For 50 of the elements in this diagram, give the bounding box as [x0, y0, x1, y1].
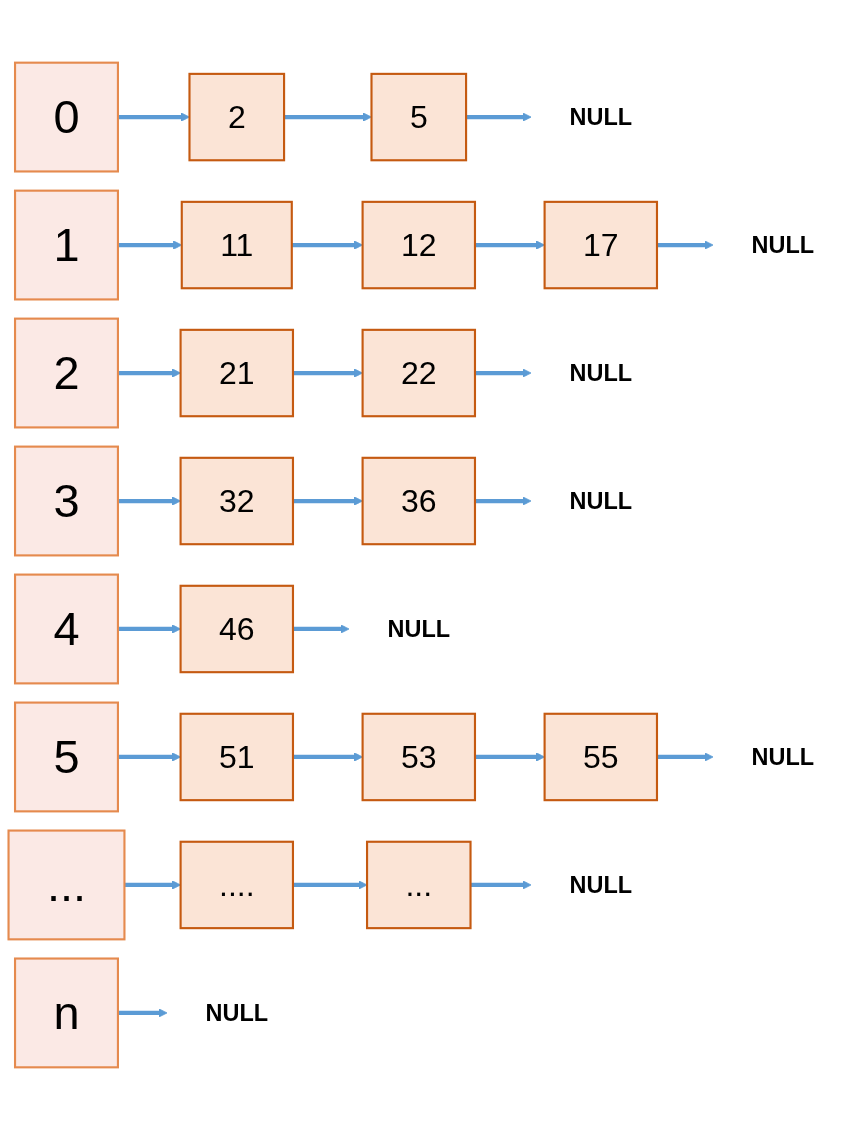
- arrow: [284, 112, 372, 122]
- node-box: 2: [188, 72, 286, 162]
- node-box: 2: [13, 317, 119, 429]
- node-box: 55: [543, 712, 659, 802]
- arrow: [117, 112, 190, 122]
- arrow: [466, 112, 532, 122]
- node-box: n: [13, 957, 119, 1069]
- arrow: [470, 880, 532, 890]
- node-box: 51: [179, 712, 295, 802]
- arrow: [292, 624, 350, 634]
- node-box: 17: [543, 200, 659, 290]
- arrow: [292, 496, 363, 506]
- arrow: [291, 240, 363, 250]
- node-text: NULL: [751, 231, 815, 259]
- node-box: 4: [13, 573, 119, 685]
- node-box: 53: [361, 712, 477, 802]
- node-box: ...: [7, 829, 126, 941]
- node-box: 1: [13, 189, 119, 301]
- node-text: NULL: [569, 871, 633, 899]
- node-box: ....: [179, 840, 294, 930]
- node-text: NULL: [569, 487, 633, 515]
- arrow: [657, 752, 714, 762]
- arrow: [475, 368, 532, 378]
- node-box: 0: [13, 61, 119, 173]
- arrow: [117, 624, 181, 634]
- arrow: [117, 496, 181, 506]
- node-text: NULL: [569, 359, 633, 387]
- node-text: NULL: [205, 999, 269, 1027]
- node-box: 21: [179, 328, 295, 418]
- node-box: 12: [361, 200, 477, 290]
- arrow: [657, 240, 714, 250]
- arrow: [117, 368, 181, 378]
- node-box: 11: [180, 200, 293, 290]
- node-text: NULL: [569, 103, 633, 131]
- node-box: 36: [361, 456, 477, 546]
- arrow: [117, 752, 181, 762]
- node-box: 46: [179, 584, 295, 674]
- node-box: ...: [366, 840, 472, 930]
- arrow: [117, 1008, 168, 1018]
- arrow: [292, 752, 363, 762]
- arrow: [292, 880, 368, 890]
- node-text: NULL: [751, 743, 815, 771]
- node-text: NULL: [387, 615, 451, 643]
- node-box: 22: [361, 328, 477, 418]
- arrow: [292, 368, 363, 378]
- node-box: 3: [13, 445, 119, 557]
- arrow: [475, 496, 532, 506]
- node-box: 32: [179, 456, 295, 546]
- node-box: 5: [13, 701, 119, 813]
- node-box: 5: [370, 72, 468, 162]
